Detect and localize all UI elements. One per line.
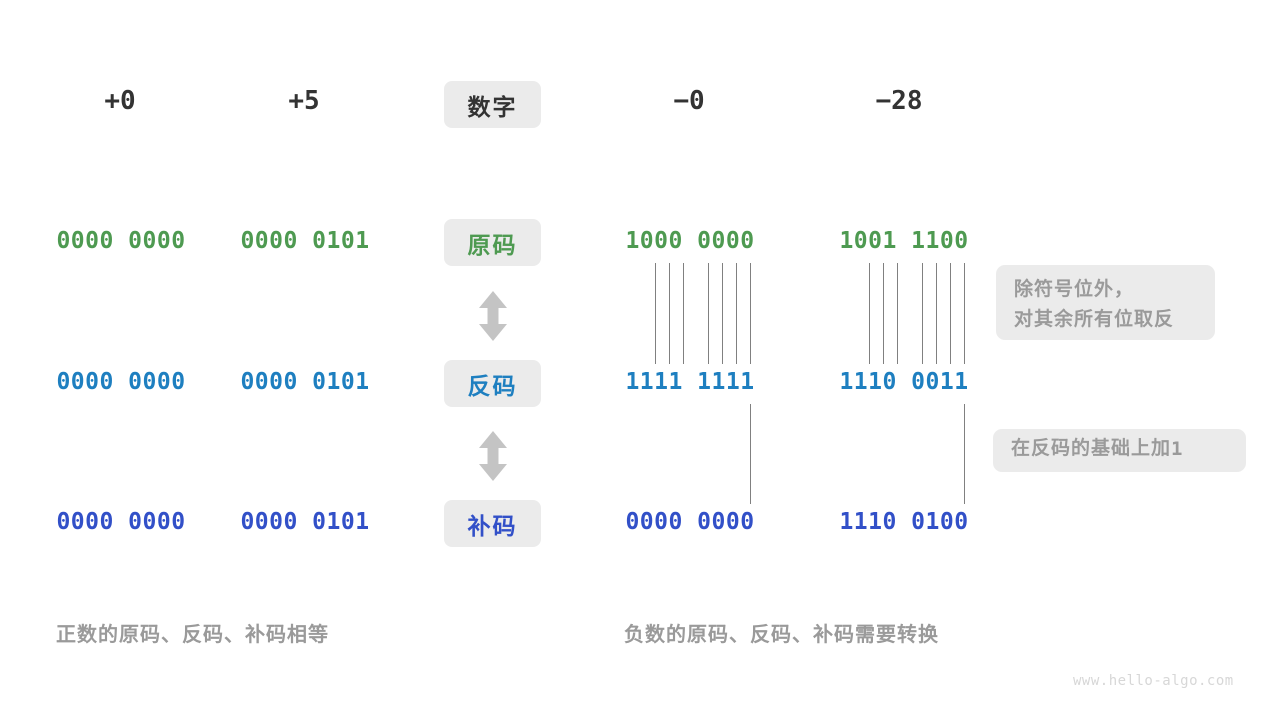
connector-line <box>750 404 751 504</box>
connector-line <box>897 263 898 364</box>
row-fanma-value-minus-28: 1110 0011 <box>839 369 969 395</box>
watermark: www.hello-algo.com <box>1073 673 1234 689</box>
row-label-yuanma: 原码 <box>444 219 541 266</box>
row-buma-value-minus-0: 0000 0000 <box>625 509 755 535</box>
row-label-fanma: 反码 <box>444 360 541 407</box>
row-buma-value-plus-5: 0000 0101 <box>240 509 370 535</box>
header-value-plus-0: +0 <box>104 86 136 116</box>
row-label-buma: 补码 <box>444 500 541 547</box>
note-invert-bits: 除符号位外， 对其余所有位取反 <box>996 265 1215 340</box>
note-add-one-value: 1 <box>1171 437 1184 460</box>
connector-line <box>964 404 965 504</box>
row-yuanma-value-minus-28: 1001 1100 <box>839 228 969 254</box>
row-fanma-value-plus-0: 0000 0000 <box>56 369 186 395</box>
connector-line <box>922 263 923 364</box>
connector-line <box>883 263 884 364</box>
row-buma-value-minus-28: 1110 0100 <box>839 509 969 535</box>
arrow-fanma-to-buma-icon <box>474 430 512 482</box>
note-add-one-text: 在反码的基础上加 <box>1011 437 1172 459</box>
note-add-one: 在反码的基础上加 1 <box>993 429 1246 472</box>
row-yuanma-value-plus-0: 0000 0000 <box>56 228 186 254</box>
row-label-number: 数字 <box>444 81 541 128</box>
header-value-minus-28: −28 <box>875 86 923 116</box>
connector-line <box>964 263 965 364</box>
caption-positive: 正数的原码、反码、补码相等 <box>56 624 329 646</box>
connector-line <box>750 263 751 364</box>
connector-line <box>950 263 951 364</box>
row-yuanma-value-plus-5: 0000 0101 <box>240 228 370 254</box>
row-fanma-value-plus-5: 0000 0101 <box>240 369 370 395</box>
connector-line <box>708 263 709 364</box>
connector-line <box>655 263 656 364</box>
row-yuanma-value-minus-0: 1000 0000 <box>625 228 755 254</box>
arrow-yuanma-to-fanma-icon <box>474 290 512 342</box>
connector-line <box>869 263 870 364</box>
row-buma-value-plus-0: 0000 0000 <box>56 509 186 535</box>
row-fanma-value-minus-0: 1111 1111 <box>625 369 755 395</box>
header-value-plus-5: +5 <box>288 86 320 116</box>
connector-line <box>669 263 670 364</box>
connector-line <box>722 263 723 364</box>
connector-line <box>736 263 737 364</box>
connector-line <box>936 263 937 364</box>
connector-line <box>683 263 684 364</box>
header-value-minus-0: −0 <box>673 86 705 116</box>
caption-negative: 负数的原码、反码、补码需要转换 <box>624 624 939 646</box>
